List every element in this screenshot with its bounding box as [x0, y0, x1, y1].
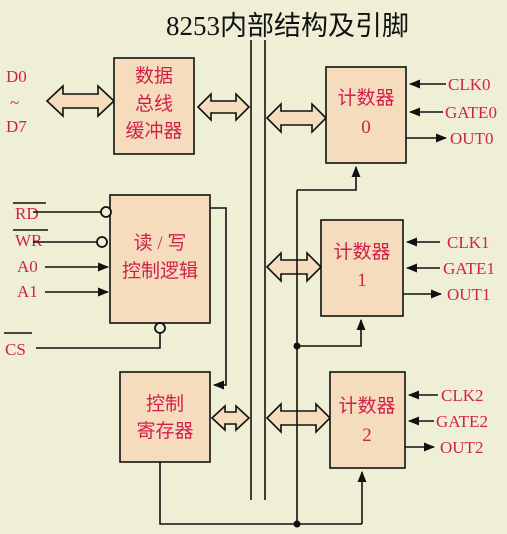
- tilde-label: ~: [10, 93, 19, 112]
- cs-wire: [36, 333, 161, 349]
- ctrl-reg-bus-arrow: [210, 404, 251, 432]
- buffer-bus-arrow: [196, 92, 251, 122]
- rd-pin-label: RD: [15, 204, 39, 223]
- bus-counter2-arrow: [265, 402, 332, 434]
- counter1-index: 1: [357, 270, 367, 291]
- external-data-bus-arrow: [45, 84, 116, 118]
- control-register-block: [119, 371, 211, 463]
- counter1-block: [320, 219, 404, 317]
- ctrl-reg-bottom-wire: [159, 462, 362, 525]
- counter2-index: 2: [362, 425, 372, 446]
- rd-inverter-bubble: [100, 206, 112, 218]
- bus-counter1-arrow: [265, 251, 323, 283]
- cs-inverter-bubble: [154, 322, 166, 334]
- clk2-label: CLK2: [441, 386, 484, 405]
- buffer-line-2: 总线: [135, 93, 173, 115]
- ctrl-to-counter1-wire: [297, 318, 366, 347]
- a1-pin-label: A1: [17, 282, 38, 301]
- d7-label: D7: [6, 117, 27, 136]
- rw-control-logic-block: [109, 194, 211, 324]
- ctrl-reg-line-2: 寄存器: [136, 420, 193, 442]
- rw-logic-line-2: 控制逻辑: [122, 260, 198, 282]
- ctrl-reg-line-1: 控制: [146, 393, 184, 415]
- out1-label: OUT1: [447, 285, 490, 304]
- counter0-block: [325, 66, 407, 164]
- counter0-title: 计数器: [337, 87, 394, 109]
- buffer-line-1: 数据: [135, 65, 173, 87]
- rw-logic-line-1: 读 / 写: [134, 232, 187, 254]
- junction-dot-bottom: [293, 520, 301, 528]
- wr-inverter-bubble: [96, 236, 108, 248]
- gate1-label: GATE1: [443, 259, 495, 278]
- rw-to-ctrl-reg-wire: [210, 207, 227, 390]
- clk1-label: CLK1: [447, 233, 490, 252]
- clk0-label: CLK0: [448, 75, 491, 94]
- counter2-block: [329, 371, 406, 469]
- counter1-title: 计数器: [333, 241, 390, 263]
- junction-dot-counter1: [293, 342, 301, 350]
- wr-pin-label: WR: [15, 231, 43, 250]
- cs-pin-label: CS: [5, 340, 26, 359]
- gate0-label: GATE0: [445, 103, 497, 122]
- gate2-label: GATE2: [436, 412, 488, 431]
- bus-counter0-arrow: [265, 102, 328, 134]
- buffer-line-3: 缓冲器: [125, 120, 182, 142]
- out2-label: OUT2: [440, 438, 483, 457]
- data-bus-buffer-block: [113, 57, 195, 155]
- a0-pin-label: A0: [17, 257, 38, 276]
- diagram-title: 8253内部结构及引脚: [166, 11, 409, 41]
- d0-label: D0: [6, 67, 27, 86]
- counter0-index: 0: [361, 117, 371, 138]
- ctrl-to-counter0-wire: [297, 165, 361, 191]
- out0-label: OUT0: [450, 129, 493, 148]
- counter2-title: 计数器: [338, 395, 395, 417]
